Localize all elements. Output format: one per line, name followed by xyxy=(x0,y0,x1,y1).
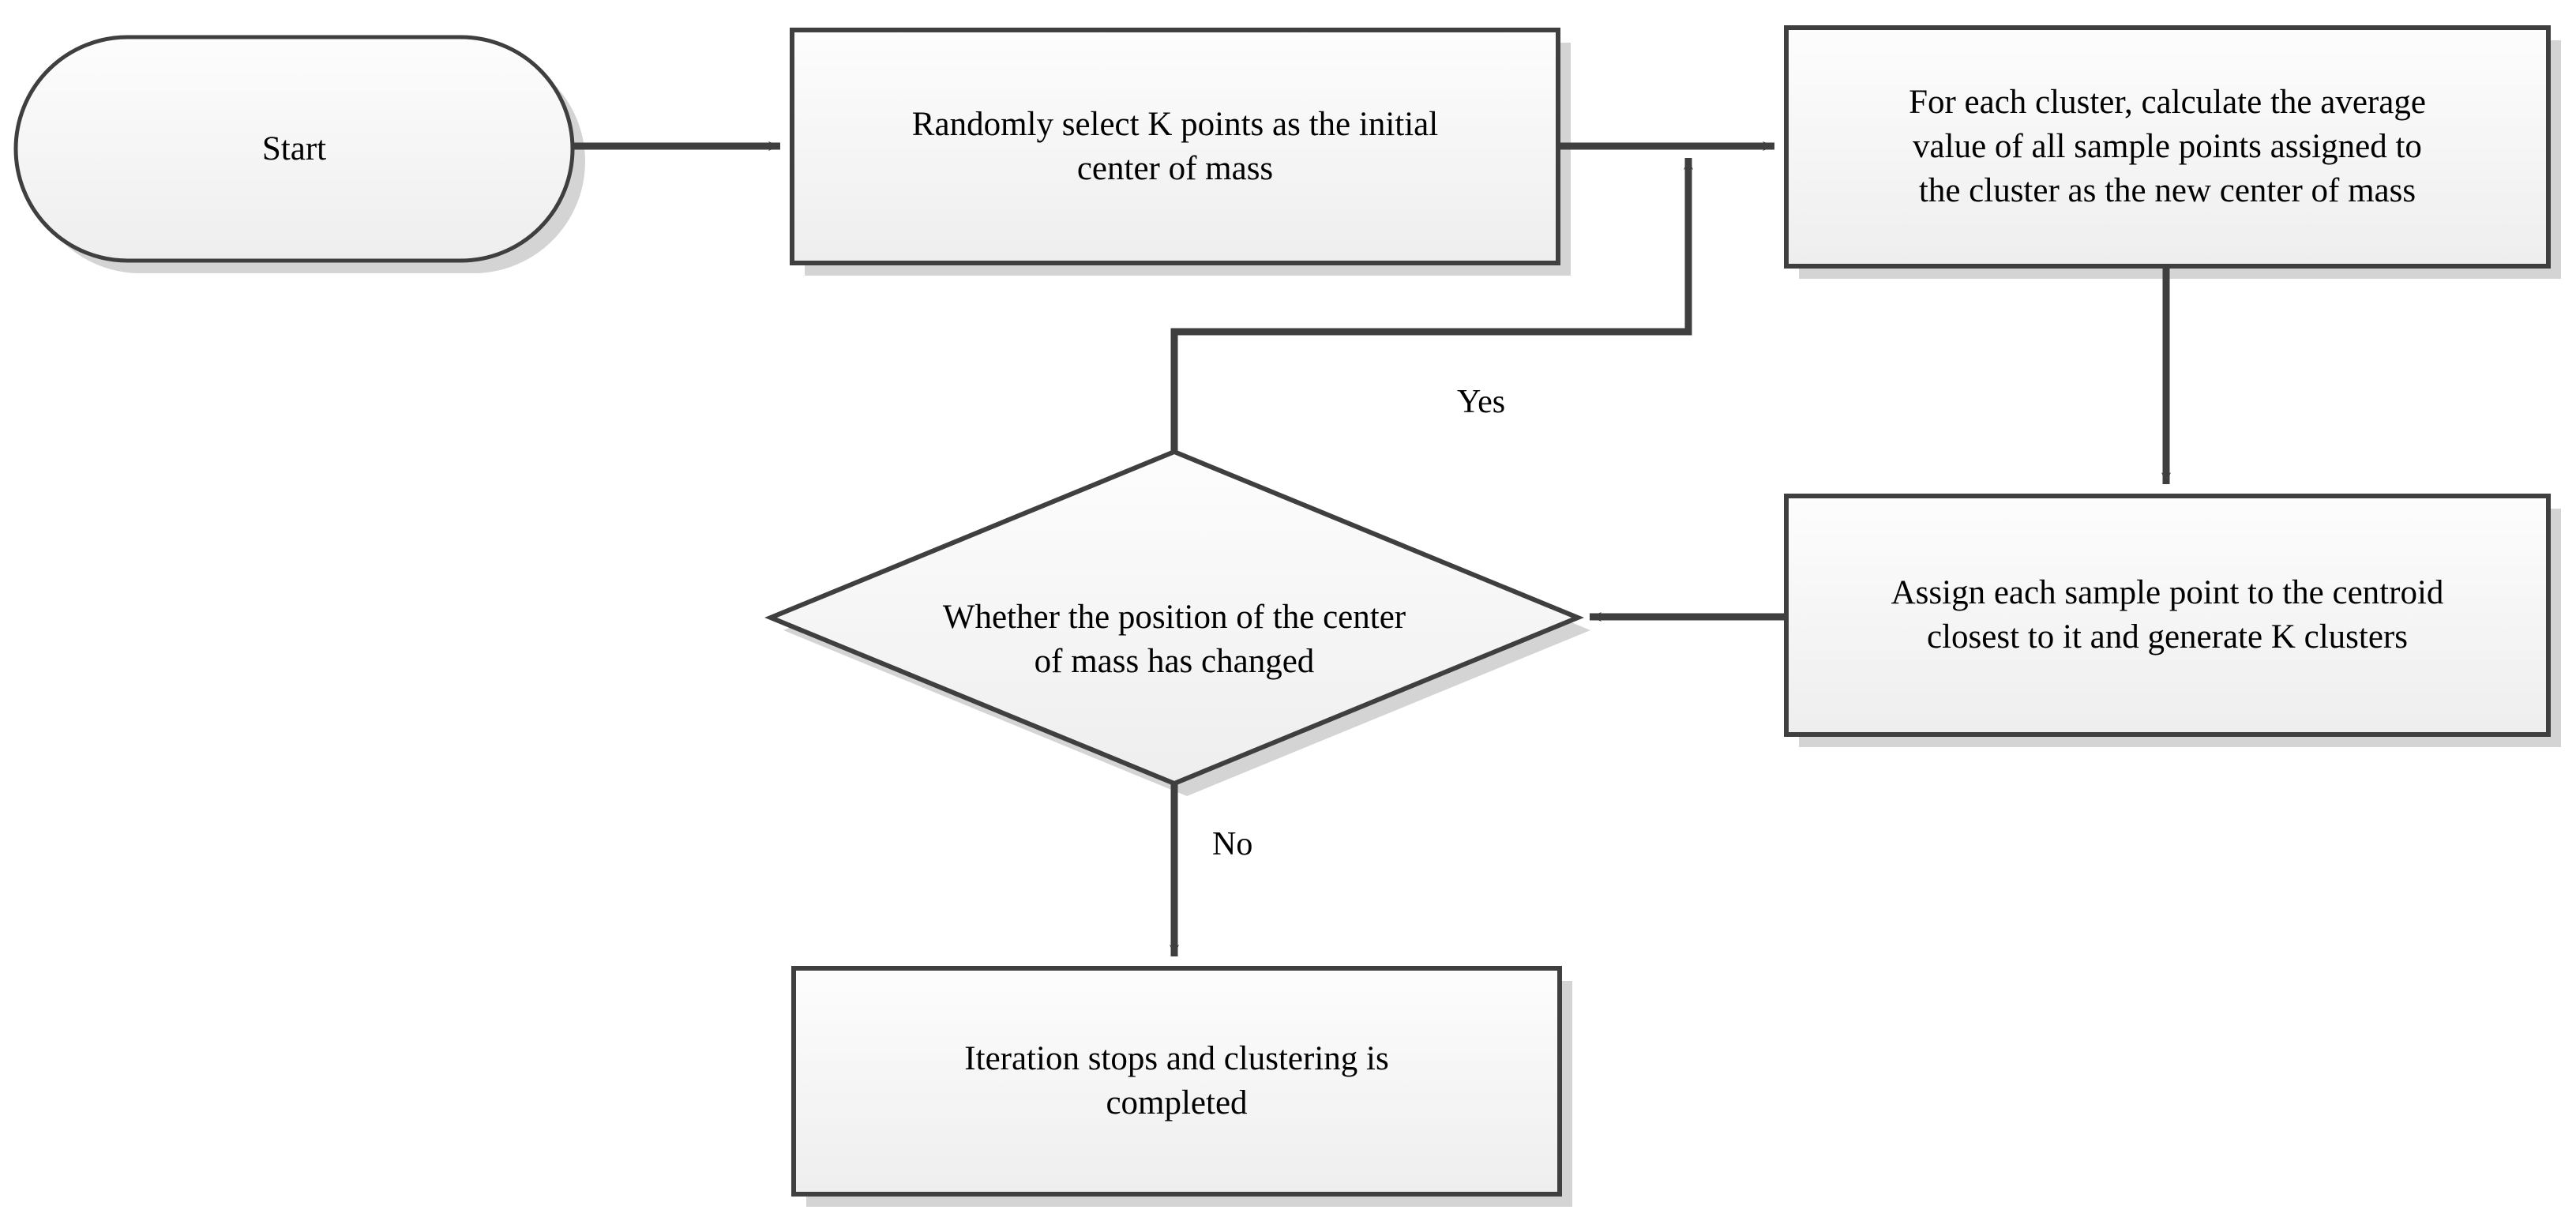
node-assign-points-shape[interactable] xyxy=(1784,494,2551,737)
node-recompute-centroids-shape[interactable] xyxy=(1784,25,2551,269)
node-init-centroids-shape[interactable] xyxy=(790,28,1560,265)
edge-label-yes: Yes xyxy=(1457,384,1506,420)
edge-label-no: No xyxy=(1212,826,1253,862)
node-shape-layer xyxy=(13,25,2551,1197)
node-decision-changed-shape[interactable] xyxy=(764,449,1584,787)
node-start-shape[interactable] xyxy=(13,35,575,263)
node-finish-shape[interactable] xyxy=(791,966,1562,1197)
edge-layer xyxy=(573,141,2171,956)
edge-decision-yes-loop xyxy=(1170,158,1693,452)
